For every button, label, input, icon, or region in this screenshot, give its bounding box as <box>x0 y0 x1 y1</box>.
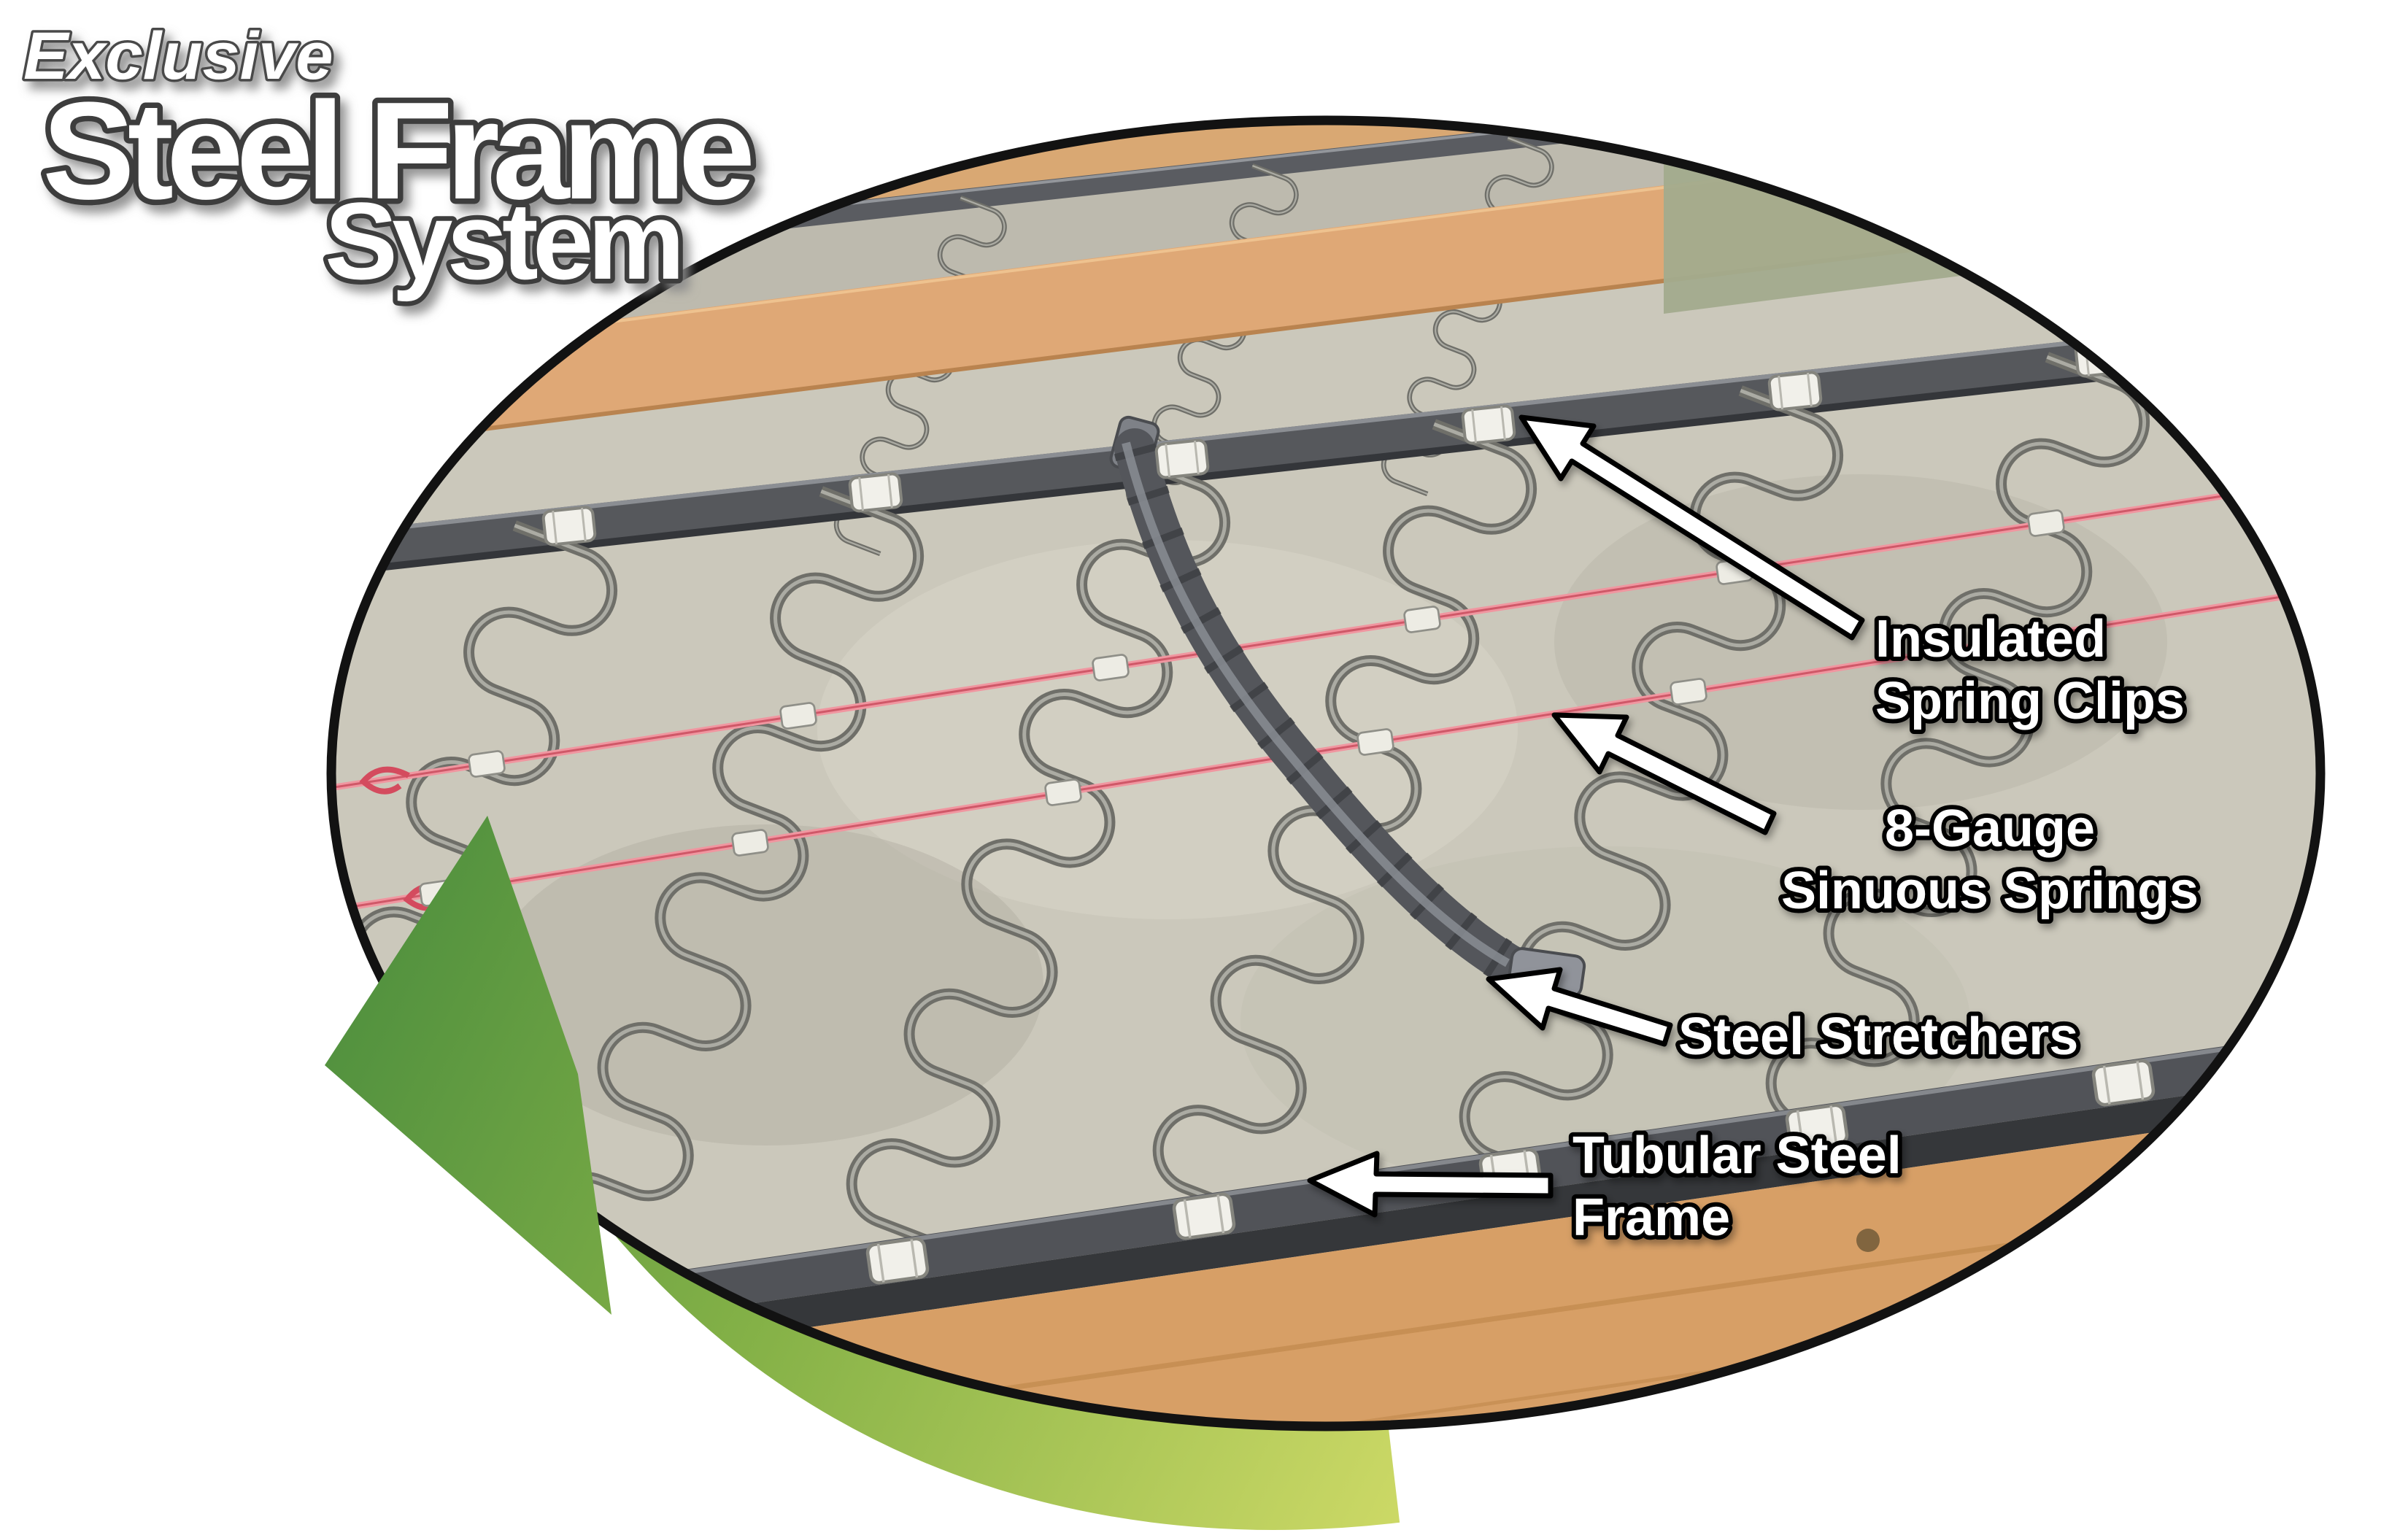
wire-clip <box>1356 727 1395 757</box>
wire-clip <box>1669 677 1708 706</box>
grass-patch <box>1664 125 2316 314</box>
label-tubular-frame-line1: Tubular Steel <box>1572 1127 1902 1185</box>
wire-clip <box>1043 778 1083 807</box>
title-steel-frame: Steel Frame <box>42 74 752 228</box>
rail-far-highlight <box>336 310 2316 541</box>
spring-clip <box>1173 1193 1235 1239</box>
callout-arrows <box>1307 414 1865 1218</box>
wire-clip <box>1402 605 1442 634</box>
label-spring-clips-line1: Insulated <box>1875 610 2106 668</box>
callout-arrow-sinuous-springs <box>1551 712 1777 835</box>
wire-clip <box>2026 509 2066 538</box>
callout-arrow-tubular-frame <box>1307 1151 1554 1218</box>
label-spring-clips-line2: Spring Clips <box>1875 672 2185 730</box>
spring-clip <box>1460 403 1517 446</box>
label-steel-stretchers: Steel Stretchers <box>1678 1008 2078 1066</box>
spring-clip <box>1767 370 1824 412</box>
wire-clip <box>467 749 506 778</box>
title-block: Exclusive Steel Frame System <box>21 17 765 307</box>
wood-rail-bottom <box>336 1104 2316 1422</box>
steel-rail-far <box>336 310 2316 577</box>
callout-arrow-spring-clips <box>1518 414 1865 641</box>
title-system: System <box>325 179 679 302</box>
illustration-border <box>326 115 2326 1431</box>
spring-clip <box>1154 438 1211 480</box>
callout-labels: Insulated Spring Clips 8-Gauge Sinuous S… <box>1568 606 2203 1251</box>
spring-clip <box>847 471 904 514</box>
title-exclusive: Exclusive <box>23 19 333 93</box>
callout-arrow-stretchers <box>1486 967 1673 1047</box>
wood-screw-hole <box>1856 1229 1880 1252</box>
spring-clip <box>2093 1059 2155 1105</box>
spring-clip <box>867 1237 929 1283</box>
wire-end-curl <box>359 766 410 795</box>
label-tubular-frame-line2: Frame <box>1572 1189 1730 1247</box>
rail-near-underside <box>336 1072 2316 1402</box>
spring-clip <box>541 505 598 547</box>
wire-clip <box>779 701 818 730</box>
label-sinuous-springs-line1: 8-Gauge <box>1885 800 2095 858</box>
wire-clip <box>730 828 770 857</box>
rail-far-shade <box>336 347 2316 581</box>
swoosh-arrow-head <box>325 816 611 1315</box>
label-sinuous-springs-line2: Sinuous Springs <box>1781 862 2199 920</box>
wire-clip <box>1091 653 1130 682</box>
